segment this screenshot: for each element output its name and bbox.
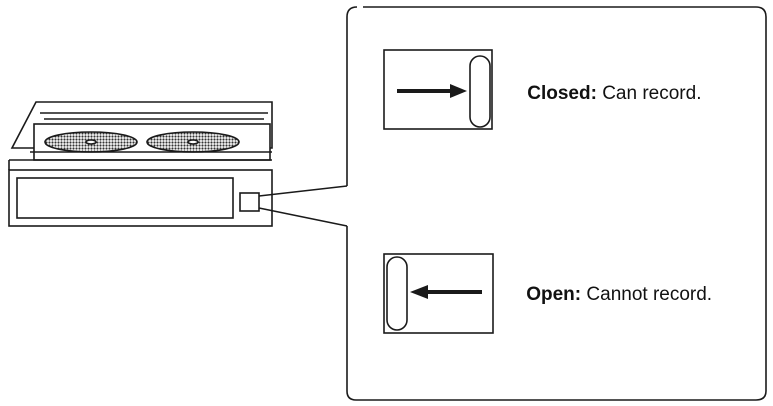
right-arrow-icon xyxy=(450,84,467,98)
closed-term: Closed xyxy=(527,83,590,104)
closed-state-label: Closed: Can record. xyxy=(505,83,715,104)
open-separator: : xyxy=(575,284,581,305)
open-term: Open xyxy=(526,284,575,305)
callout-connector xyxy=(258,185,348,227)
callout-panel xyxy=(346,6,767,401)
left-reel-hub xyxy=(85,139,97,145)
open-state-label: Open: Cannot record. xyxy=(504,284,725,305)
erase-prevention-tab xyxy=(239,192,260,212)
closed-state-illustration xyxy=(383,49,493,130)
video-cassette xyxy=(8,101,273,227)
open-description: Cannot record. xyxy=(581,284,712,305)
closed-description: Can record. xyxy=(597,83,702,104)
left-arrow-icon xyxy=(410,285,428,299)
open-tab-slider xyxy=(386,256,408,331)
closed-tab-slider xyxy=(469,55,491,128)
open-state-illustration xyxy=(383,253,494,334)
closed-separator: : xyxy=(591,83,597,104)
right-reel-hub xyxy=(187,139,199,145)
cassette-label-area xyxy=(16,177,234,219)
